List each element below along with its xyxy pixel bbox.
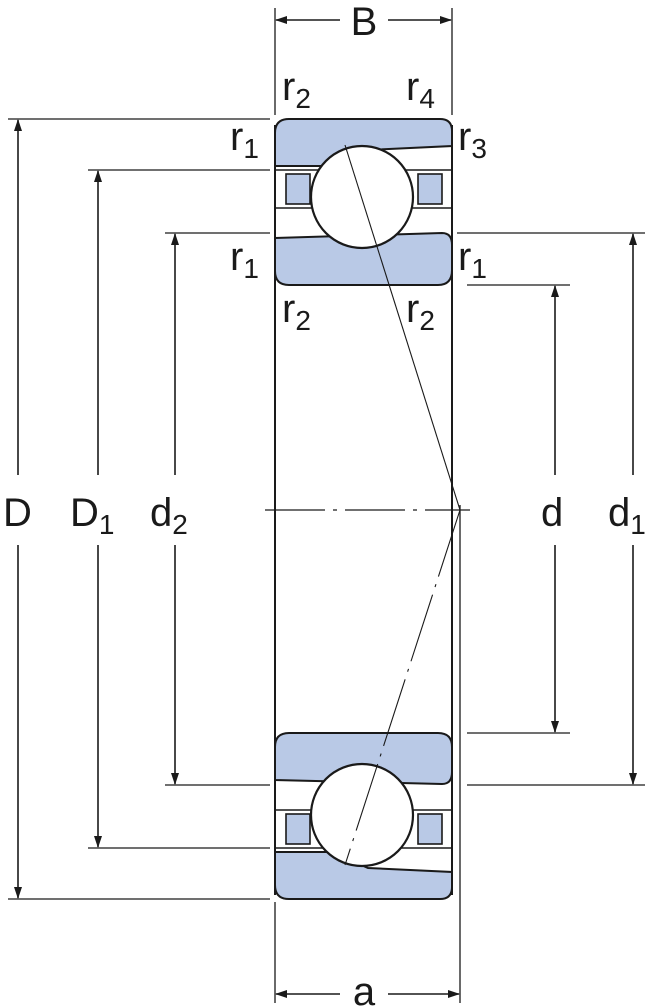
label-B: B bbox=[351, 0, 378, 44]
outer-ring-bottom bbox=[274, 851, 453, 900]
inner-ring-top bbox=[274, 231, 453, 286]
label-d1: d1 bbox=[608, 491, 646, 540]
ball-top bbox=[309, 144, 415, 250]
label-r3-outer-right: r3 bbox=[458, 115, 487, 164]
ball-bottom bbox=[309, 762, 415, 868]
label-D: D bbox=[3, 491, 32, 535]
label-d: d bbox=[541, 491, 563, 535]
label-a: a bbox=[353, 970, 376, 1008]
contact-line-bottom bbox=[344, 509, 461, 866]
cage-pocket-top-left bbox=[285, 173, 311, 205]
label-D1: D1 bbox=[70, 491, 114, 540]
label-d2: d2 bbox=[150, 491, 188, 540]
label-r1-outer-left: r1 bbox=[230, 115, 259, 164]
cage-pocket-bottom-left bbox=[285, 813, 311, 845]
cage-pocket-top-right bbox=[417, 173, 443, 205]
inner-ring-bottom bbox=[274, 732, 453, 786]
label-r4-top-right: r4 bbox=[406, 65, 435, 114]
label-r1-inner-left: r1 bbox=[230, 235, 259, 284]
label-r2-inner-left: r2 bbox=[282, 287, 311, 336]
label-r1-inner-right: r1 bbox=[458, 235, 487, 284]
cage-pocket-bottom-right bbox=[417, 813, 443, 845]
contact-line-top bbox=[344, 144, 461, 511]
label-r2-top-left: r2 bbox=[282, 65, 311, 114]
label-r2-inner-right: r2 bbox=[406, 287, 435, 336]
